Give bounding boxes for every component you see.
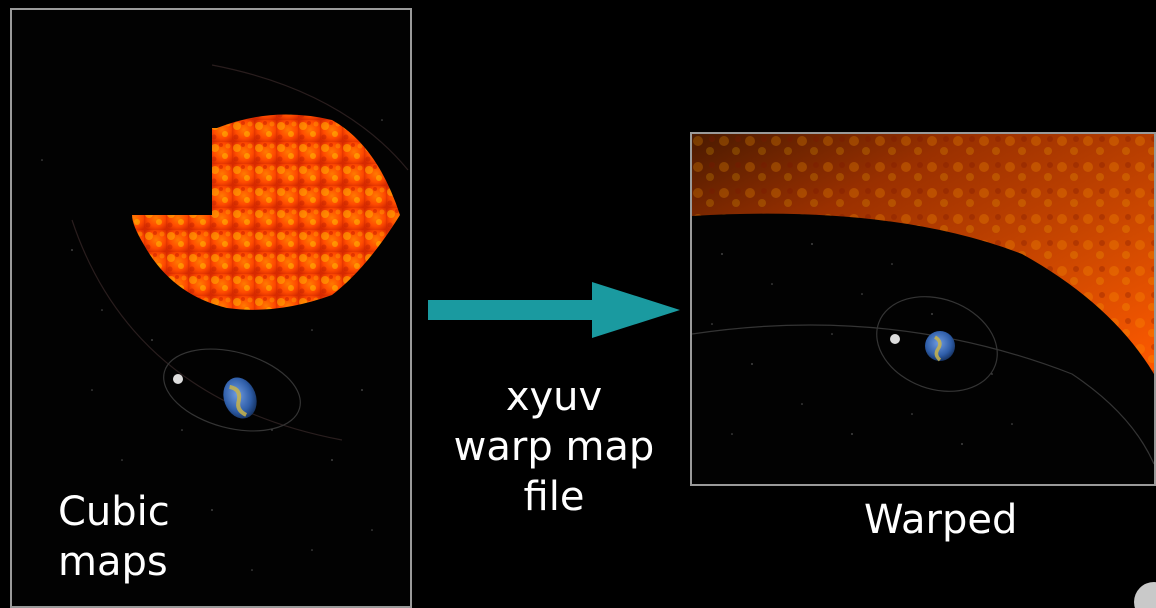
warped-caption: Warped [864, 497, 1018, 543]
cubic-maps-caption: Cubic maps [58, 489, 170, 585]
cubic-maps-panel [10, 8, 412, 608]
sun-cubic-map [132, 114, 400, 310]
orbit-lines-warped [692, 296, 1154, 465]
warped-panel [690, 132, 1156, 486]
moon-warped [890, 334, 900, 344]
corner-indicator [1134, 582, 1156, 608]
warped-image [692, 134, 1154, 465]
earth [223, 377, 257, 419]
warp-map-caption: xyuv warp map file [453, 374, 655, 520]
moon [173, 374, 183, 384]
starfield-warped [711, 243, 1013, 445]
orbit-lines [71, 64, 409, 441]
earth-warped [925, 331, 955, 362]
right-arrow-icon [428, 282, 680, 338]
cubic-maps-image [41, 64, 409, 571]
